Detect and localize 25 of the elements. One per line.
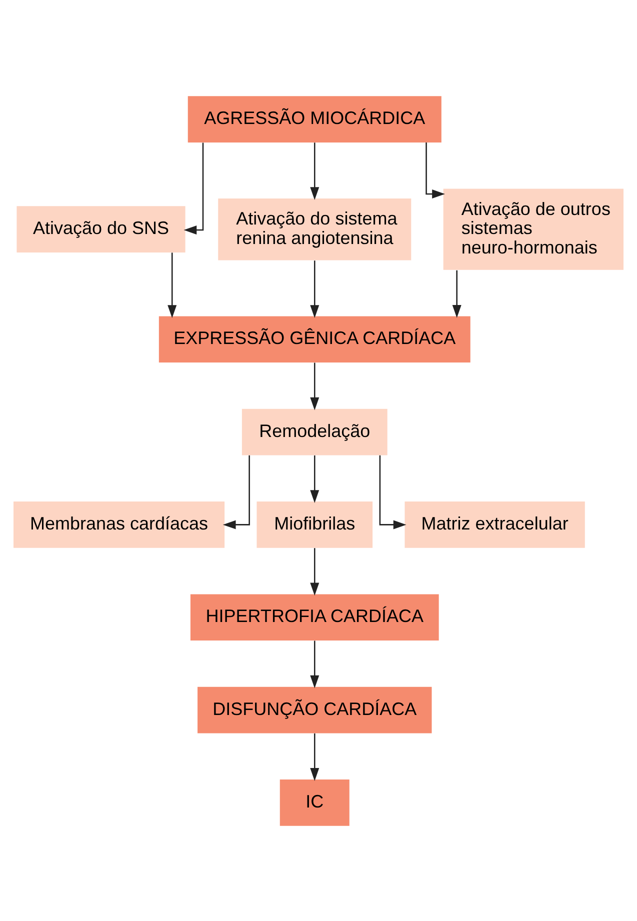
arrow: [310, 362, 320, 410]
arrow: [426, 142, 445, 198]
arrow: [310, 548, 320, 596]
node-box: Ativação do sistema renina angiotensina: [218, 198, 412, 260]
node-box: Miofibrilas: [256, 501, 373, 548]
arrow: [310, 142, 320, 200]
node-box: IC: [280, 779, 350, 826]
node-box: Matriz extracelular: [404, 501, 585, 548]
arrow: [310, 260, 320, 318]
node-box: Ativação do SNS: [16, 206, 186, 252]
node-box: AGRESSÃO MIOCÁRDICA: [188, 96, 442, 142]
node-box: Ativação de outros sistemas neuro-hormonais: [443, 188, 624, 270]
node-box: DISFUNÇÃO CARDÍACA: [198, 686, 432, 733]
arrow: [222, 454, 250, 529]
arrow: [310, 640, 320, 688]
arrow: [310, 732, 320, 780]
arrow: [310, 454, 320, 502]
node-box: Membranas cardíacas: [14, 501, 225, 548]
arrow: [452, 270, 462, 318]
arrow: [168, 252, 177, 318]
arrow: [379, 454, 406, 529]
node-box: HIPERTROFIA CARDÍACA: [190, 594, 439, 640]
node-box: EXPRESSÃO GÊNICA CARDÍACA: [158, 316, 470, 362]
node-box: Remodelação: [242, 408, 388, 455]
arrow: [184, 142, 204, 234]
